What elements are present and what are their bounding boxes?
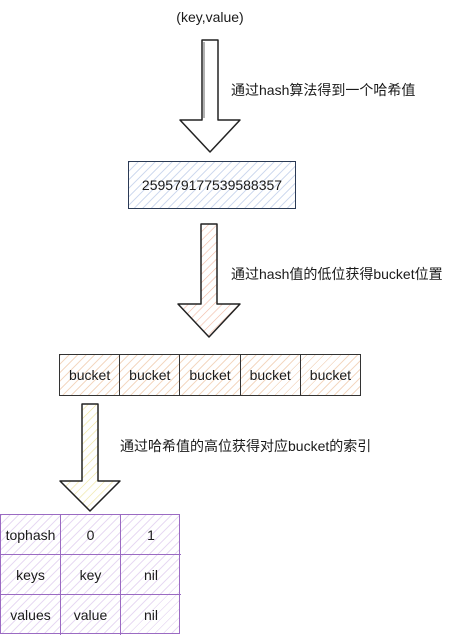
table-cell: nil — [143, 607, 158, 623]
table-cell: 1 — [121, 515, 181, 555]
bucket-cell: bucket — [241, 355, 301, 395]
table-cell: values — [1, 595, 61, 635]
hash-value-box: 259579177539588357 — [128, 161, 296, 209]
table-cell: tophash — [1, 515, 61, 555]
bucket-cell: bucket — [180, 355, 241, 395]
table-cell: 0 — [61, 515, 121, 555]
arrow-2 — [177, 223, 241, 338]
arrow-3 — [59, 403, 121, 512]
bucket-cell: bucket — [309, 367, 352, 383]
bucket-cell: bucket — [120, 355, 181, 395]
step-2-label: 通过hash值的低位获得bucket位置 — [231, 266, 443, 282]
table-cell: value — [61, 595, 121, 635]
bucket-structure-table: tophash 0 1 keys key nil values value ni… — [0, 514, 181, 635]
bucket-cell: bucket — [60, 355, 121, 395]
hash-value: 259579177539588357 — [141, 177, 283, 193]
table-cell: nil — [121, 555, 181, 595]
arrow-1 — [179, 39, 241, 153]
table-cell: key — [61, 555, 121, 595]
step-3-label: 通过哈希值的高位获得对应bucket的索引 — [120, 438, 372, 454]
bucket-array: bucket bucket bucket bucket bucket — [59, 354, 361, 396]
table-cell: keys — [1, 555, 61, 595]
input-label: (key,value) — [176, 9, 244, 25]
step-1-label: 通过hash算法得到一个哈希值 — [231, 82, 416, 98]
